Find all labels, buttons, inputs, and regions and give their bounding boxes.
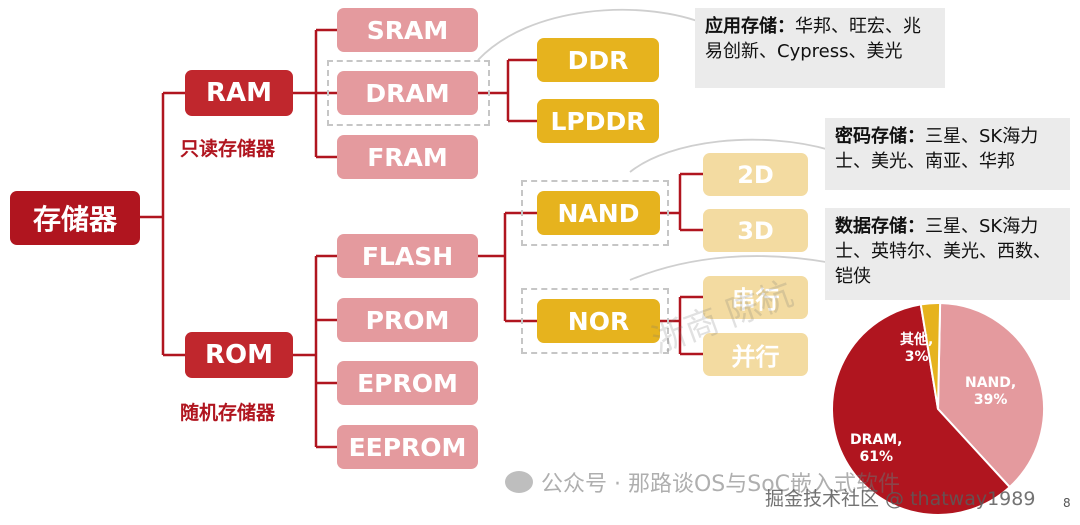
pie-label-value: 3% <box>904 349 929 365</box>
application-storage-note: 应用存储：华邦、旺宏、兆易创新、Cypress、美光 <box>695 8 945 88</box>
prom-node: PROM <box>337 298 478 342</box>
rom-subtitle: 随机存储器 <box>180 402 276 424</box>
pie-label-dram: DRAM, 61% <box>850 432 903 466</box>
memory-share-pie-chart <box>831 302 1045 516</box>
nor-node: NOR <box>537 299 660 343</box>
nand-node: NAND <box>537 191 660 235</box>
account-watermark-text: 公众号 · 那路谈OS与SoC嵌入式软件 <box>541 472 901 497</box>
note-title: 数据存储： <box>835 216 925 237</box>
data-storage-note: 数据存储：三星、SK海力士、英特尔、美光、西数、铠侠 <box>825 208 1070 300</box>
memory-root-node: 存储器 <box>10 191 140 245</box>
pie-label-nand: NAND, 39% <box>965 375 1016 409</box>
pie-slice-dram <box>831 303 1012 516</box>
rom-node: ROM <box>185 332 293 378</box>
note-title: 密码存储： <box>835 126 925 147</box>
account-watermark: 公众号 · 那路谈OS与SoC嵌入式软件 <box>505 466 900 498</box>
pie-label-value: 61% <box>859 449 893 465</box>
nor-serial-node: 串行 <box>703 276 808 319</box>
flash-node: FLASH <box>337 234 478 278</box>
note-text: 华邦、旺宏、兆易创新、Cypress、美光 <box>705 16 921 62</box>
site-watermark: 掘金技术社区 @ thatway1989 <box>765 488 1036 510</box>
ddr-node: DDR <box>537 38 659 82</box>
nor-highlight-frame <box>521 288 669 354</box>
ram-subtitle: 只读存储器 <box>180 138 276 160</box>
pie-label-value: 39% <box>973 392 1008 408</box>
nand-highlight-frame <box>521 180 669 246</box>
sram-node: SRAM <box>337 8 478 52</box>
ram-node: RAM <box>185 70 293 116</box>
note-text: 三星、SK海力士、美光、南亚、华邦 <box>835 126 1039 172</box>
note-text: 三星、SK海力士、英特尔、美光、西数、铠侠 <box>835 216 1051 287</box>
pie-slice-nand <box>936 302 1045 489</box>
pie-label-other: 其他, 3% <box>900 332 933 366</box>
eeprom-node: EEPROM <box>337 425 478 469</box>
lpddr-node: LPDDR <box>537 99 659 143</box>
nor-parallel-node: 并行 <box>703 333 808 376</box>
wechat-icon <box>505 471 533 493</box>
dram-highlight-frame <box>327 60 490 126</box>
page-number: 8 <box>1063 496 1071 510</box>
nand-2d-node: 2D <box>703 153 808 196</box>
pie-label-name: 其他, <box>900 332 934 348</box>
pie-label-name: DRAM, <box>850 432 903 448</box>
pie-slice-other <box>919 302 942 410</box>
pie-label-name: NAND, <box>965 375 1017 391</box>
note-title: 应用存储： <box>705 16 795 37</box>
dram-node: DRAM <box>337 71 478 115</box>
nand-3d-node: 3D <box>703 209 808 252</box>
eprom-node: EPROM <box>337 361 478 405</box>
fram-node: FRAM <box>337 135 478 179</box>
code-storage-note: 密码存储：三星、SK海力士、美光、南亚、华邦 <box>825 118 1070 190</box>
